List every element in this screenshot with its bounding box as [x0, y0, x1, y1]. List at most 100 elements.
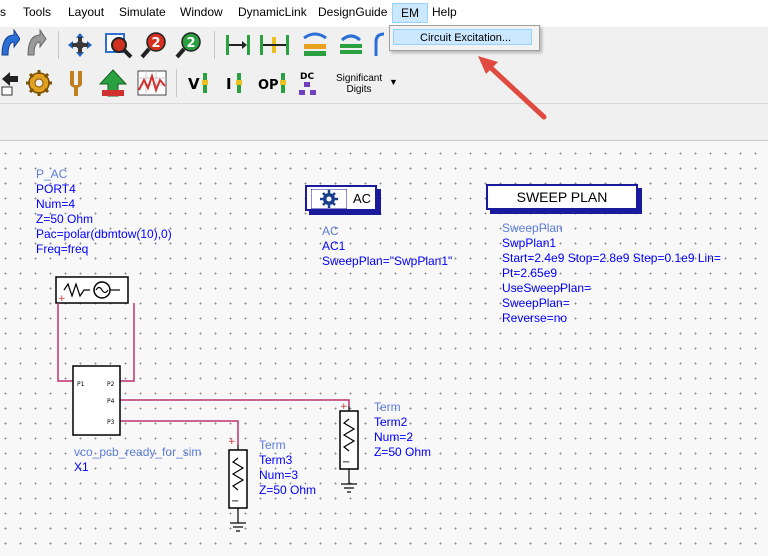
- sweep-reverse: Reverse=no: [502, 311, 568, 325]
- term2-type: Term: [374, 400, 401, 414]
- significant-digits-label-line2: Digits: [346, 84, 372, 95]
- voltage-probe-icon[interactable]: V: [186, 69, 214, 97]
- operating-point-label: OP: [258, 78, 279, 93]
- term3-annotation: Term Term3 Num=3 Z=50 Ohm: [259, 438, 316, 498]
- ac-controller-symbol[interactable]: AC: [305, 185, 377, 211]
- menu-item-em[interactable]: EM: [392, 3, 428, 23]
- toolbar-bottom: V I OP DC Significant Digits ▼: [0, 63, 768, 104]
- current-probe-icon[interactable]: I: [222, 69, 250, 97]
- port4-type: P_AC: [36, 167, 68, 181]
- ac-name: AC1: [322, 239, 346, 253]
- redo-arrow-gray-icon[interactable]: [24, 29, 50, 59]
- subcircuit-block-x1[interactable]: P1 P2 P4 P3: [72, 365, 121, 436]
- optimize-arrow-icon[interactable]: [98, 68, 128, 98]
- dc-label: DC: [300, 72, 314, 82]
- ac-controller-label: AC: [353, 191, 372, 206]
- port4-name: PORT4: [36, 182, 76, 196]
- data-display-graph-icon[interactable]: [136, 68, 168, 98]
- menu-item-dynamiclink[interactable]: DynamicLink: [238, 5, 307, 19]
- port4-pac: Pac=polar(dbmtow(10),0): [36, 227, 172, 241]
- push-into-hierarchy-icon[interactable]: [300, 30, 330, 60]
- ac-type: AC: [322, 224, 339, 238]
- tuning-fork-icon[interactable]: [62, 69, 90, 97]
- svg-text:+: +: [58, 294, 66, 304]
- significant-digits-button[interactable]: Significant Digits: [336, 73, 382, 95]
- chevron-down-icon[interactable]: ▼: [389, 77, 398, 87]
- em-dropdown-menu: Circuit Excitation...: [389, 25, 540, 51]
- port4-impedance: Z=50 Ohm: [36, 212, 94, 226]
- term3-impedance: Z=50 Ohm: [259, 483, 317, 497]
- document-tab-strip: [0, 104, 768, 141]
- sweep-range: Start=2.4e9 Stop=2.8e9 Step=0.1e9 Lin=: [502, 251, 721, 265]
- pin-p2-label: P2: [107, 381, 115, 388]
- ac-source-symbol[interactable]: +: [55, 276, 129, 304]
- pin-p3-label: P3: [107, 419, 115, 426]
- toolbar-separator: [58, 31, 59, 59]
- zoom-out-icon[interactable]: 2: [175, 30, 205, 60]
- current-probe-label: I: [226, 75, 232, 93]
- pin-p1-label: P1: [77, 381, 85, 388]
- schematic-canvas[interactable]: + P1 P2 P4 P3 + −: [0, 141, 768, 556]
- insert-wire-right-icon[interactable]: [258, 31, 292, 59]
- redo-arrow-blue-icon[interactable]: [0, 29, 20, 59]
- ac-annotation: AC AC1 SweepPlan="SwpPlan1": [322, 224, 452, 269]
- toolbar-top: 2 2: [0, 27, 768, 63]
- sweep-sweepplan: SweepPlan=: [502, 296, 570, 310]
- svg-text:2: 2: [186, 36, 195, 51]
- sweep-name: SwpPlan1: [502, 236, 557, 250]
- sweep-point: Pt=2.65e9: [502, 266, 558, 280]
- term2-annotation: Term Term2 Num=2 Z=50 Ohm: [374, 400, 431, 460]
- menu-item-circuit-excitation[interactable]: Circuit Excitation...: [393, 29, 532, 45]
- operating-point-icon[interactable]: OP: [256, 69, 290, 97]
- term3-symbol[interactable]: + −: [228, 437, 248, 532]
- significant-digits-label-line1: Significant: [336, 73, 383, 84]
- zoom-in-icon[interactable]: 2: [140, 30, 170, 60]
- term3-num: Num=3: [259, 468, 299, 482]
- svg-text:2: 2: [151, 36, 160, 51]
- dc-annotation-icon[interactable]: DC: [296, 68, 322, 98]
- toolbar-separator: [214, 31, 215, 59]
- sweep-type: SweepPlan: [502, 221, 563, 235]
- voltage-probe-label: V: [188, 75, 200, 93]
- subcircuit-annotation: vco_pcb_ready_for_sim X1: [74, 445, 201, 475]
- pop-out-hierarchy-icon[interactable]: [334, 30, 368, 60]
- term2-impedance: Z=50 Ohm: [374, 445, 432, 459]
- menu-item-layout[interactable]: Layout: [68, 5, 105, 19]
- menu-item-tools[interactable]: Tools: [23, 5, 52, 19]
- menu-bar: s Tools Layout Simulate Window DynamicLi…: [0, 0, 768, 27]
- menu-item-help[interactable]: Help: [432, 5, 457, 19]
- port4-annotation: P_AC PORT4 Num=4 Z=50 Ohm Pac=polar(dbmt…: [36, 167, 172, 257]
- sweep-plan-symbol[interactable]: SWEEP PLAN: [486, 184, 638, 210]
- insert-wire-left-icon[interactable]: [224, 31, 252, 59]
- wire-net: [57, 303, 350, 445]
- menu-item-window[interactable]: Window: [180, 5, 223, 19]
- svg-text:+: +: [340, 402, 348, 412]
- term2-num: Num=2: [374, 430, 414, 444]
- move-pan-icon[interactable]: [66, 31, 94, 59]
- back-arrow-icon[interactable]: [0, 69, 20, 97]
- menu-item-file-partial[interactable]: s: [0, 5, 6, 19]
- svg-text:−: −: [231, 496, 239, 507]
- schematic-wiring: + P1 P2 P4 P3 + −: [55, 276, 359, 532]
- tuning-partial-icon[interactable]: [372, 30, 390, 60]
- zoom-area-icon[interactable]: [104, 30, 134, 60]
- sweep-plan-annotation: SweepPlan SwpPlan1 Start=2.4e9 Stop=2.8e…: [502, 221, 721, 326]
- port4-num: Num=4: [36, 197, 76, 211]
- term2-name: Term2: [374, 415, 408, 429]
- simulate-gear-icon[interactable]: [24, 69, 54, 97]
- subcircuit-instance: X1: [74, 460, 89, 474]
- ac-sweepplan: SweepPlan="SwpPlan1": [322, 254, 453, 268]
- toolbar-separator: [176, 69, 177, 97]
- menu-item-designguide[interactable]: DesignGuide: [318, 5, 388, 19]
- port4-freq: Freq=freq: [36, 242, 89, 256]
- subcircuit-name: vco_pcb_ready_for_sim: [74, 445, 202, 459]
- svg-text:−: −: [342, 457, 350, 468]
- menu-item-simulate[interactable]: Simulate: [119, 5, 166, 19]
- svg-text:+: +: [228, 437, 236, 447]
- term3-type: Term: [259, 438, 286, 452]
- term3-name: Term3: [259, 453, 293, 467]
- term2-symbol[interactable]: + −: [339, 402, 359, 493]
- pin-p4-label: P4: [107, 398, 115, 405]
- sweep-use-sweepplan: UseSweepPlan=: [502, 281, 592, 295]
- ac-controller-gear-icon: [311, 189, 347, 209]
